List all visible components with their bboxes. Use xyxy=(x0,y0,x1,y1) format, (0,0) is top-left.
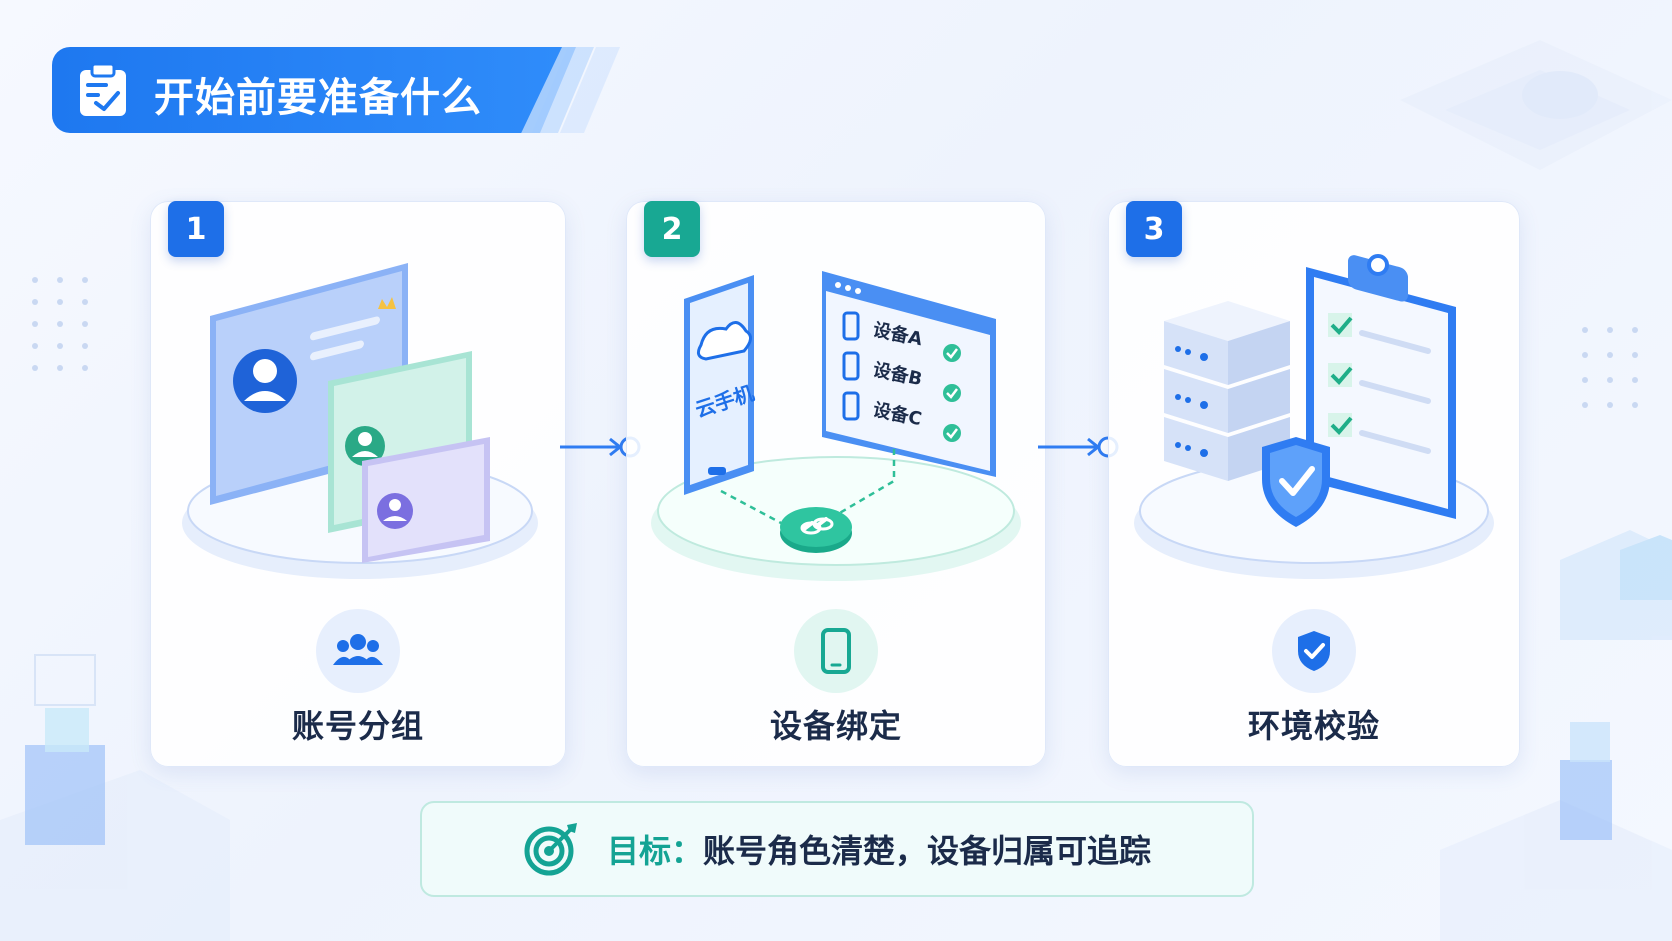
server-checklist-illustration xyxy=(1134,254,1494,579)
step-card-environment-check: 3 xyxy=(1108,201,1520,767)
mobile-phone-icon xyxy=(794,609,878,693)
target-icon xyxy=(524,823,577,876)
clipboard-check-icon xyxy=(80,62,126,116)
step-number-badge: 1 xyxy=(168,201,224,257)
header-banner: 开始前要准备什么 xyxy=(52,47,562,133)
page-title: 开始前要准备什么 xyxy=(154,75,482,121)
account-profiles-illustration xyxy=(182,263,538,579)
goal-text: 目标：账号角色清楚，设备归属可追踪 xyxy=(607,826,1151,872)
step-number-badge: 2 xyxy=(644,201,700,257)
step-number-badge: 3 xyxy=(1126,201,1182,257)
card-label: 环境校验 xyxy=(1247,707,1380,745)
shield-check-icon xyxy=(1272,609,1356,693)
card-label: 设备绑定 xyxy=(769,707,902,745)
goal-description: 账号角色清楚，设备归属可追踪 xyxy=(703,832,1152,870)
step-card-account-grouping: 1 账号分组 xyxy=(150,201,566,767)
users-group-icon xyxy=(316,609,400,693)
step-card-device-binding: 2 云手机 设备A 设备B 设备C xyxy=(626,201,1046,767)
goal-banner: 目标：账号角色清楚，设备归属可追踪 xyxy=(420,801,1254,897)
goal-prefix: 目标： xyxy=(606,832,703,870)
cloud-phone-devices-illustration: 云手机 设备A 设备B 设备C xyxy=(651,271,1021,581)
card-label: 账号分组 xyxy=(291,707,424,745)
